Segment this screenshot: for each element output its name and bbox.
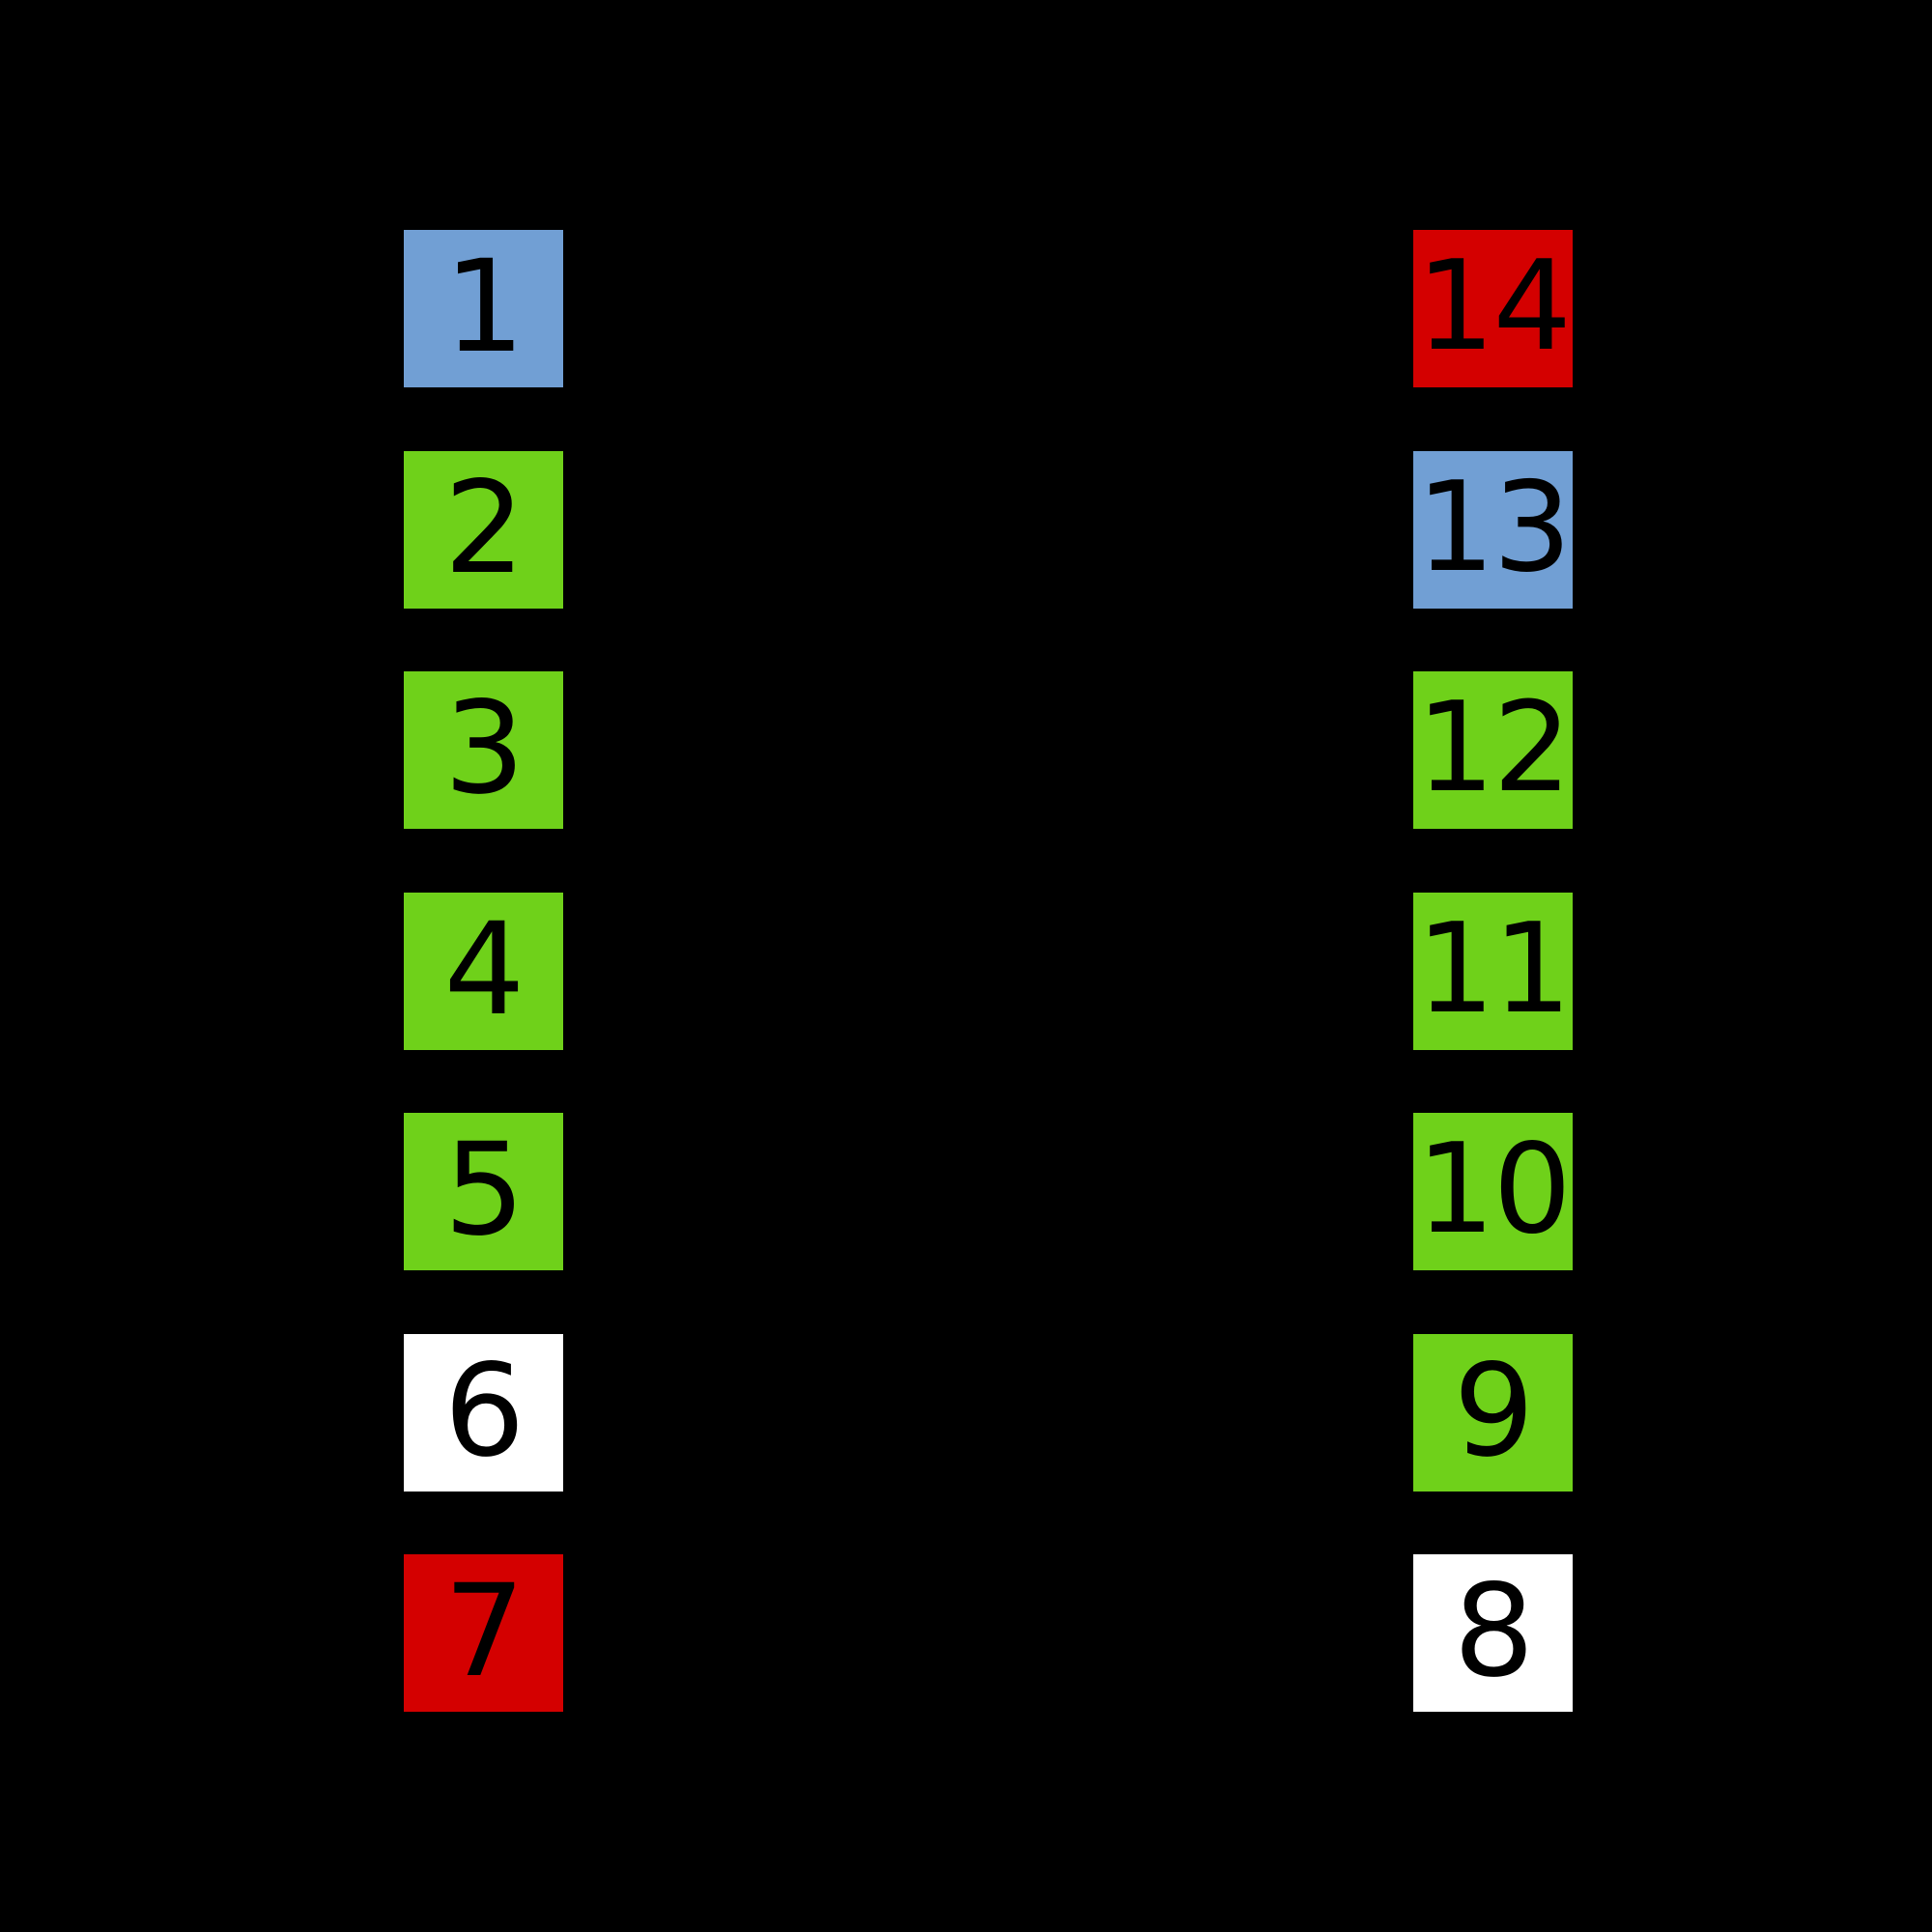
box-label: 5 [443,1115,526,1264]
numbered-box-9[interactable]: 9 [1413,1334,1573,1492]
box-label: 7 [443,1556,526,1706]
box-label: 4 [443,895,526,1044]
box-label: 2 [443,453,526,603]
numbered-box-1[interactable]: 1 [404,230,563,387]
numbered-box-7[interactable]: 7 [404,1554,563,1712]
numbered-box-5[interactable]: 5 [404,1113,563,1270]
right-column: 14 13 12 11 10 9 8 [1413,0,1573,1932]
numbered-box-11[interactable]: 11 [1413,893,1573,1050]
box-label: 14 [1416,234,1572,379]
numbered-box-4[interactable]: 4 [404,893,563,1050]
box-label: 12 [1416,675,1572,820]
box-label: 11 [1416,896,1572,1041]
box-label: 9 [1453,1336,1535,1486]
numbered-box-14[interactable]: 14 [1413,230,1573,387]
numbered-box-8[interactable]: 8 [1413,1554,1573,1712]
numbered-box-6[interactable]: 6 [404,1334,563,1492]
left-column: 1 2 3 4 5 6 7 [404,0,563,1932]
box-label: 13 [1416,455,1572,600]
numbered-box-3[interactable]: 3 [404,671,563,829]
box-label: 1 [443,232,526,382]
box-label: 3 [443,673,526,823]
numbered-box-12[interactable]: 12 [1413,671,1573,829]
box-label: 10 [1416,1117,1572,1262]
numbered-box-10[interactable]: 10 [1413,1113,1573,1270]
box-label: 6 [443,1336,526,1486]
numbered-box-2[interactable]: 2 [404,451,563,609]
box-label: 8 [1453,1556,1535,1706]
numbered-box-13[interactable]: 13 [1413,451,1573,609]
